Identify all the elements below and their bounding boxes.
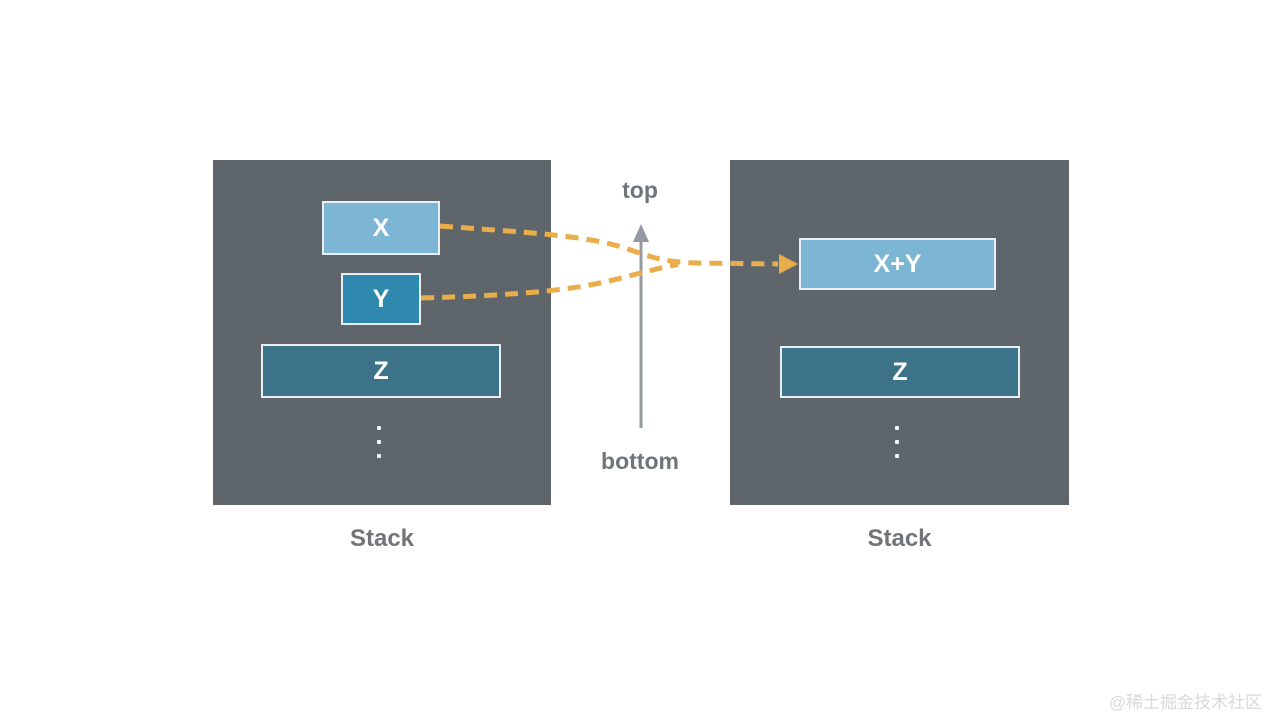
dot: [377, 440, 381, 444]
stack-block-y: Y: [341, 273, 421, 325]
stack-block-x: X: [322, 201, 440, 255]
block-z-right-label: Z: [892, 357, 908, 386]
axis-label-bottom: bottom: [601, 448, 679, 474]
watermark-text: @稀土掘金技术社区: [1108, 693, 1262, 712]
stack-direction-arrow: [633, 224, 649, 428]
dot: [895, 454, 899, 458]
stack-caption-left: Stack: [349, 525, 415, 552]
stack-block-z-left: Z: [261, 344, 501, 398]
dot: [895, 440, 899, 444]
block-x-label: X: [372, 213, 390, 242]
block-x-plus-y-label: X+Y: [873, 249, 922, 278]
axis-label-top: top: [622, 177, 658, 203]
stack-caption-right: Stack: [867, 525, 932, 552]
stack-block-x-plus-y: X+Y: [799, 238, 996, 290]
ellipsis-dots-right: [895, 426, 899, 458]
stack-right-container: [730, 160, 1069, 505]
ellipsis-dots-left: [377, 426, 381, 458]
dot: [377, 426, 381, 430]
block-z-left-label: Z: [373, 356, 389, 385]
dot: [895, 426, 899, 430]
dot: [377, 454, 381, 458]
block-y-label: Y: [372, 284, 390, 313]
stack-block-z-right: Z: [780, 346, 1020, 398]
